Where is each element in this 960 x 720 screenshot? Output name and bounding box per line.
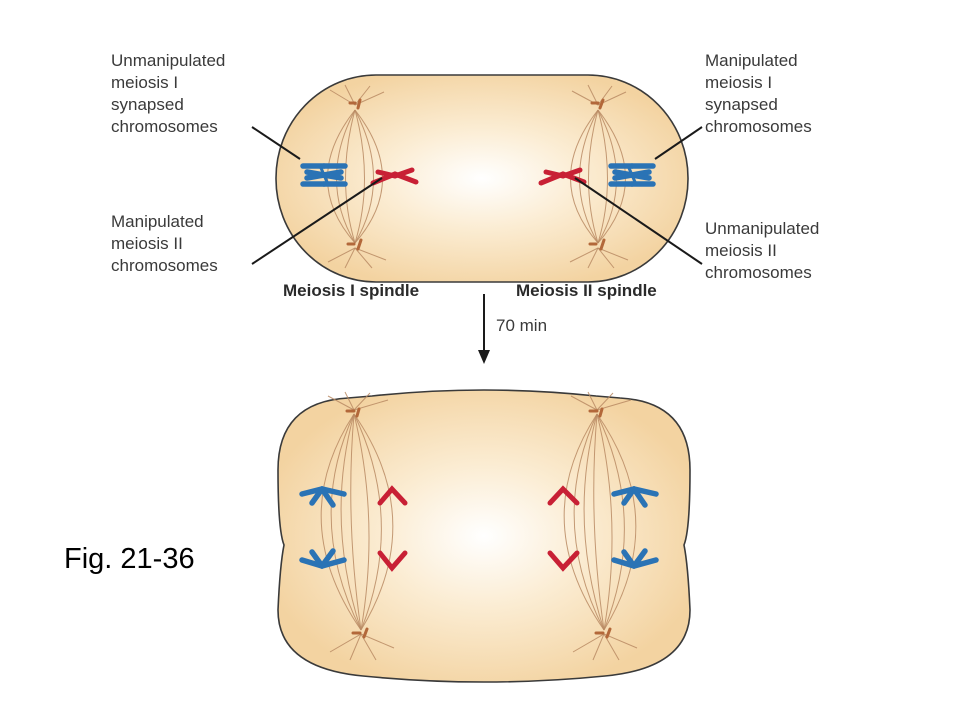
red-chromatid-left-upper (377, 485, 408, 506)
label-unmanipulated-meiosis-I: Unmanipulated meiosis I synapsed chromos… (111, 51, 230, 136)
blue-chromosome-left-lower (299, 548, 347, 569)
bottom-left-centrosome-lower (351, 627, 369, 639)
top-cell (275, 74, 689, 283)
label-manipulated-meiosis-II: Manipulated meiosis II chromosomes (111, 212, 218, 275)
figure-number: Fig. 21-36 (64, 543, 195, 575)
red-chromatid-right-lower (547, 550, 580, 572)
bottom-right-spindle-fibers (563, 391, 638, 661)
bottom-right-centrosome-upper (588, 407, 604, 418)
bottom-right-centrosome-lower (594, 627, 612, 639)
leader-manipulated-mII (251, 177, 383, 265)
blue-chromosome-left-upper (299, 486, 347, 508)
top-cell-body (275, 74, 689, 283)
label-time-elapsed: 70 min (496, 316, 547, 335)
red-chromatid-left-lower (377, 550, 408, 572)
bottom-cell-body (277, 389, 691, 683)
blue-synapsed-chromosomes-left (300, 163, 348, 187)
label-unmanipulated-meiosis-II: Unmanipulated meiosis II chromosomes (705, 219, 824, 282)
leader-unmanipulated-mII (574, 177, 703, 265)
top-left-centrosome-upper (348, 98, 362, 110)
time-arrow (478, 294, 490, 364)
label-manipulated-meiosis-I: Manipulated meiosis I synapsed chromosom… (705, 51, 812, 136)
top-right-centrosome-lower (588, 238, 606, 251)
blue-chromosome-right-lower (611, 548, 659, 569)
bottom-cell (277, 389, 691, 683)
label-meiosis-II-spindle: Meiosis II spindle (516, 281, 657, 300)
blue-synapsed-chromosomes-right (608, 163, 656, 187)
bottom-left-centrosome-upper (345, 407, 361, 418)
label-meiosis-I-spindle: Meiosis I spindle (283, 281, 419, 300)
top-right-centrosome-upper (590, 98, 605, 110)
leader-lines (251, 126, 703, 265)
leader-manipulated-mI (654, 126, 703, 160)
red-chromatid-right-upper (547, 485, 580, 506)
top-left-centrosome-lower (346, 238, 363, 251)
bottom-left-spindle-fibers (320, 391, 395, 661)
blue-chromosome-right-upper (611, 486, 659, 508)
leader-unmanipulated-mI (251, 126, 301, 160)
